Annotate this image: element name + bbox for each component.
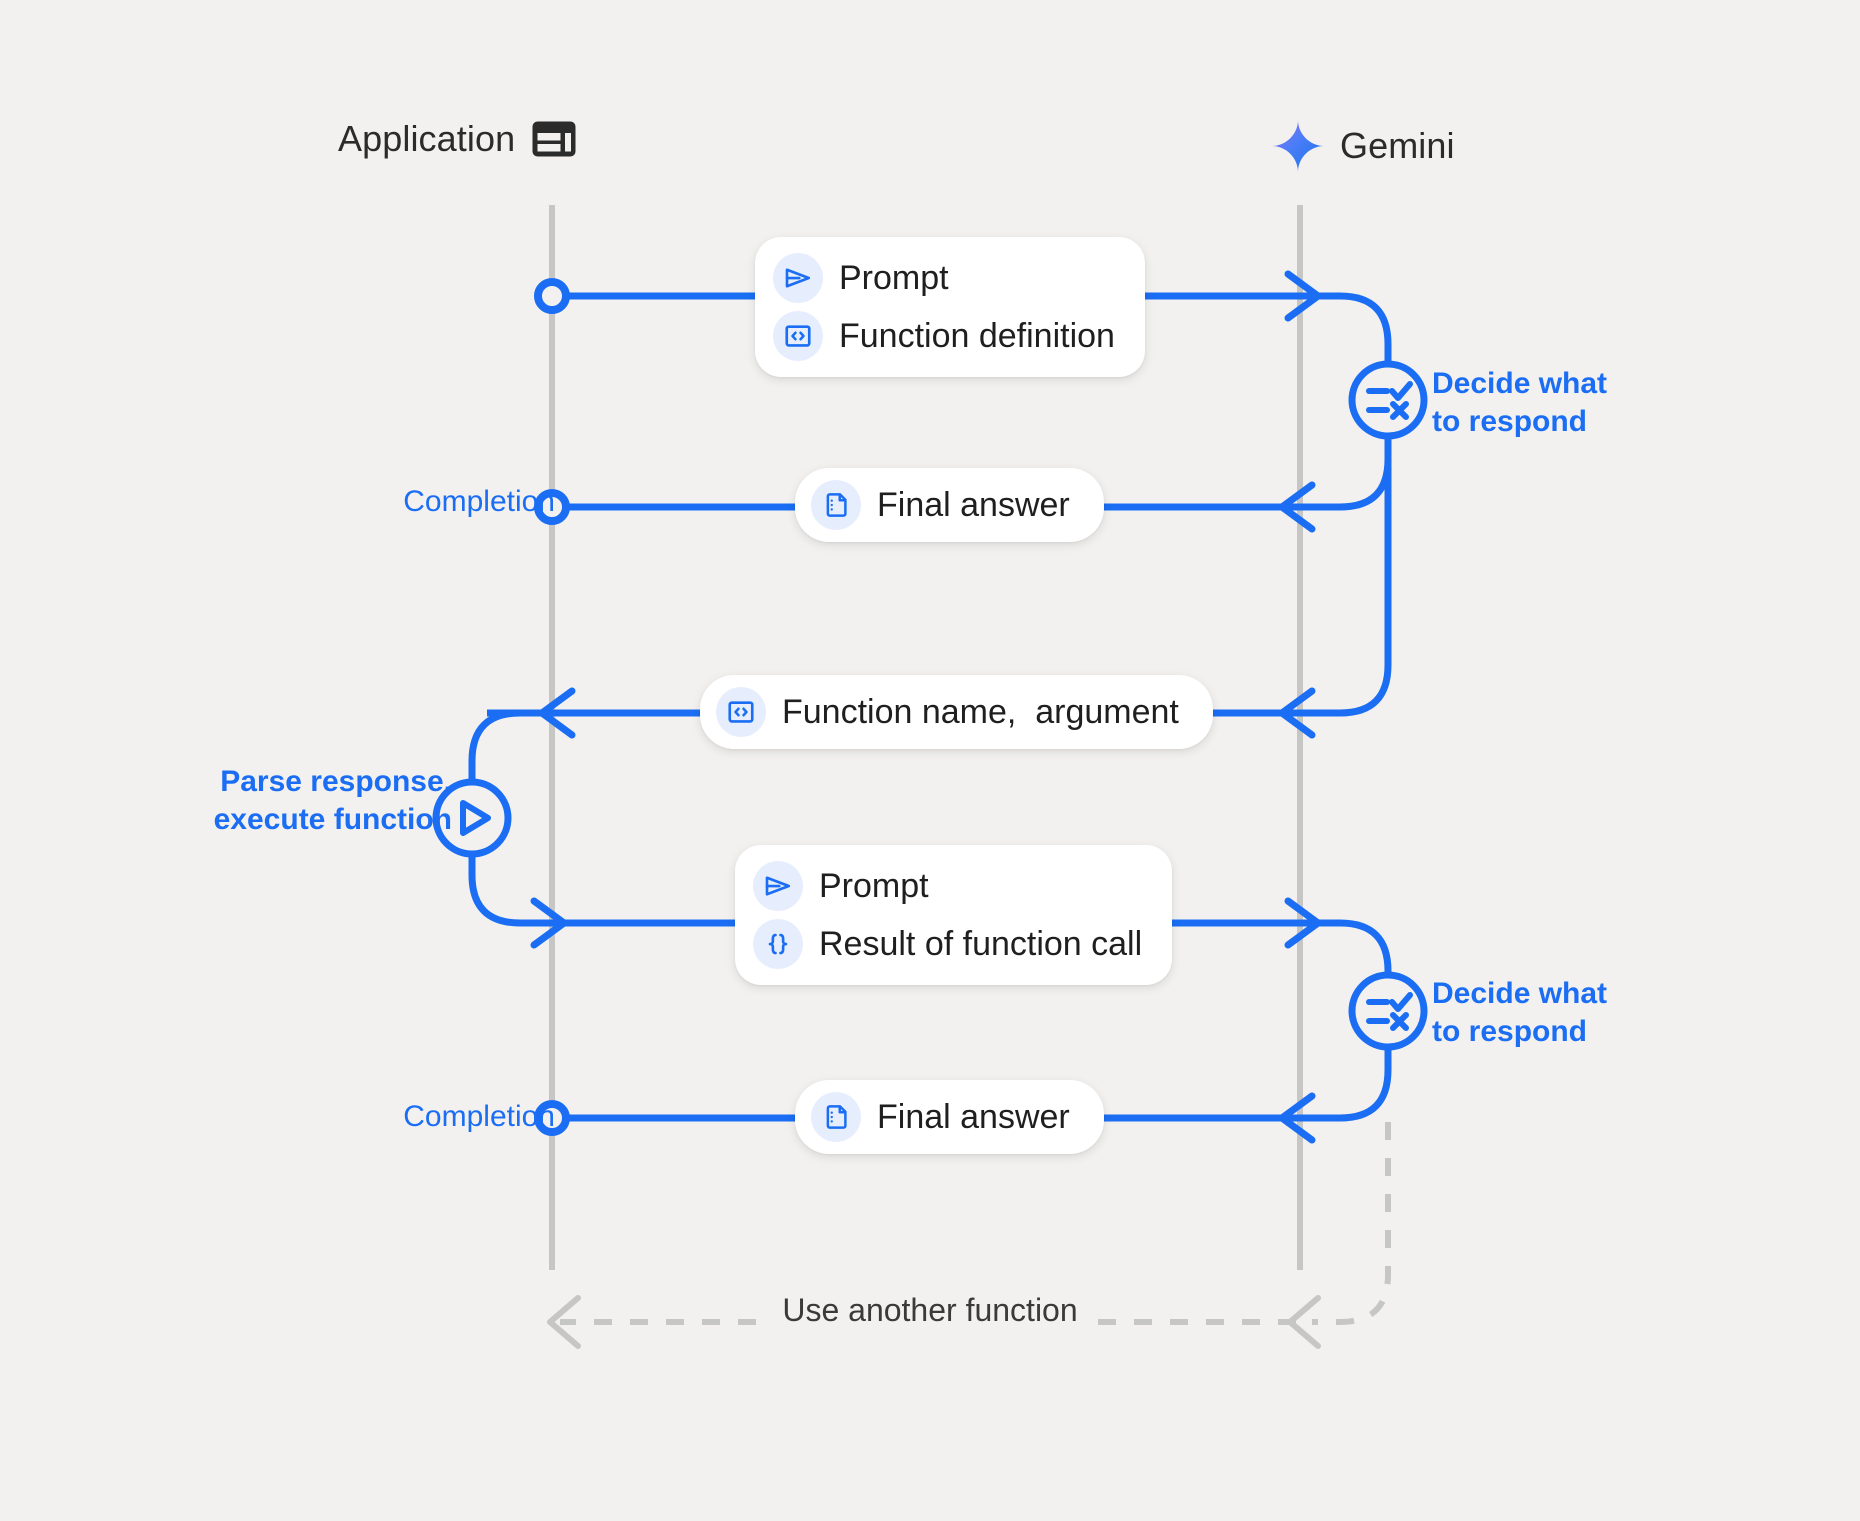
send-triangle-icon: [773, 253, 823, 303]
lane-header-application: Application: [338, 120, 577, 158]
lane-header-gemini: Gemini: [1272, 120, 1455, 172]
decide-node-1: [1348, 360, 1428, 440]
parse-execute-node: [432, 778, 512, 858]
card-row: Prompt: [753, 861, 1142, 911]
loop-label-use-another-function: Use another function: [770, 1292, 1090, 1329]
lane-label-gemini: Gemini: [1340, 125, 1455, 166]
caption-completion-2: Completion: [403, 1100, 555, 1133]
gemini-sparkle-icon: [1272, 120, 1324, 172]
card-row: Result of function call: [753, 919, 1142, 969]
message-card-prompt-function-definition[interactable]: Prompt Function definition: [755, 237, 1145, 377]
send-triangle-icon: [753, 861, 803, 911]
card-row: Prompt: [773, 253, 1115, 303]
card-row: Function definition: [773, 311, 1115, 361]
message-card-final-answer-1[interactable]: Final answer: [795, 468, 1104, 542]
card-row-label: Function name, argument: [782, 692, 1179, 731]
code-brackets-icon: [773, 311, 823, 361]
card-row: Final answer: [811, 480, 1070, 530]
card-row-label: Final answer: [877, 485, 1070, 524]
lane-label-application: Application: [338, 118, 516, 159]
caption-parse-execute: Parse response, execute function: [213, 765, 452, 837]
card-row-label: Result of function call: [819, 924, 1143, 963]
card-row-label: Function definition: [839, 316, 1115, 355]
decide-2-wiring: [1296, 1044, 1392, 1122]
parse-node-wiring: [468, 850, 556, 927]
card-row: Final answer: [811, 1092, 1070, 1142]
card-row-label: Prompt: [839, 258, 949, 297]
code-brackets-icon: [716, 687, 766, 737]
application-window-icon: [532, 121, 576, 157]
caption-decide-1: Decide what to respond: [1432, 367, 1608, 439]
card-row: Function name, argument: [716, 687, 1179, 737]
completion-node-1: [534, 489, 570, 525]
completion-node-2: [534, 1100, 570, 1136]
caption-completion-1: Completion: [403, 485, 555, 518]
decide-1-wiring: [1296, 434, 1392, 717]
card-row-label: Final answer: [877, 1097, 1070, 1136]
message-card-prompt-result-of-function-call[interactable]: Prompt Result of function call: [735, 845, 1173, 985]
document-icon: [811, 480, 861, 530]
card-row-label: Prompt: [819, 866, 929, 905]
start-node: [534, 278, 570, 314]
message-card-function-name-argument[interactable]: Function name, argument: [700, 675, 1213, 749]
document-icon: [811, 1092, 861, 1142]
decide-node-2: [1348, 971, 1428, 1051]
curly-braces-icon: [753, 919, 803, 969]
caption-decide-2: Decide what to respond: [1432, 977, 1608, 1049]
message-card-final-answer-2[interactable]: Final answer: [795, 1080, 1104, 1154]
